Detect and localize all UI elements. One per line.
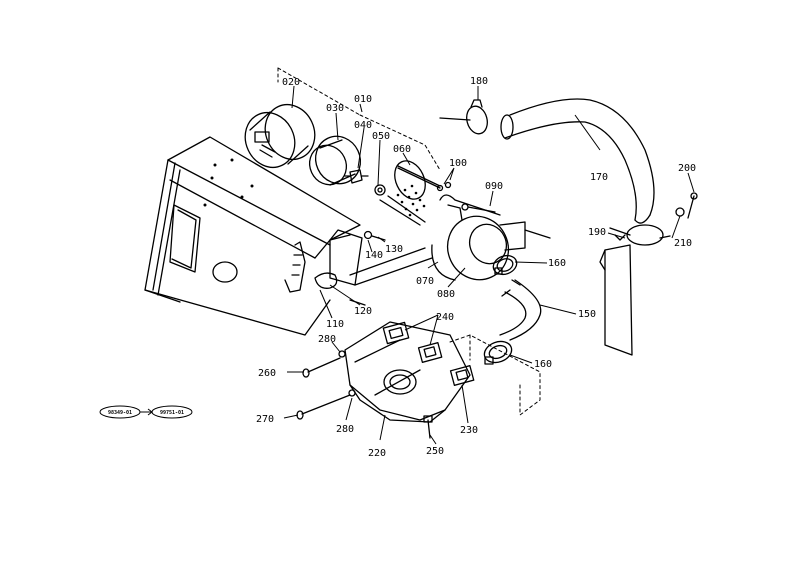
- hose-clamp-lower: [483, 340, 513, 365]
- cylinder-head-outline: [449, 334, 541, 416]
- callout-040: 040: [354, 120, 372, 131]
- gasket-2: [417, 342, 443, 363]
- callout-060: 060: [393, 144, 411, 155]
- callout-160-lower: 160: [534, 359, 552, 370]
- callout-labels: 020 010 030 040 050 060 100 090 180 170 …: [256, 76, 696, 459]
- bolt-260: [302, 357, 341, 378]
- rubber-ring: [308, 135, 362, 186]
- panel-holes: [203, 158, 254, 207]
- air-cleaner-body: [431, 194, 551, 281]
- callout-100: 100: [449, 158, 467, 169]
- air-filter-element: [379, 160, 441, 226]
- wing-nut: [344, 169, 369, 184]
- filter-holes: [396, 184, 426, 217]
- leader-lines: [140, 85, 695, 445]
- callout-260: 260: [258, 368, 276, 379]
- serial-from-badge: [99, 405, 141, 419]
- callout-110: 110: [326, 319, 344, 330]
- clamp-band: [244, 104, 316, 168]
- gasket-1: [382, 321, 410, 345]
- stud-bolt: [423, 415, 433, 439]
- callout-090: 090: [485, 181, 503, 192]
- callout-220: 220: [368, 448, 386, 459]
- callout-020: 020: [282, 77, 300, 88]
- callout-210: 210: [674, 238, 692, 249]
- callout-230: 230: [460, 425, 478, 436]
- callout-140: 140: [365, 250, 383, 261]
- callout-250: 250: [426, 446, 444, 457]
- hose-bracket: [609, 224, 671, 246]
- serial-to-badge: [151, 405, 193, 419]
- callout-190: 190: [588, 227, 606, 238]
- callout-240: 240: [436, 312, 454, 323]
- upper-hose: [500, 98, 655, 224]
- callout-170: 170: [590, 172, 608, 183]
- hose-clamp-upper: [492, 254, 518, 276]
- washer-280a: [338, 350, 346, 358]
- callout-270: 270: [256, 414, 274, 425]
- bolt-270: [296, 394, 351, 420]
- callout-070: 070: [416, 276, 434, 287]
- callout-080: 080: [437, 289, 455, 300]
- serial-from-text: 98349-01: [108, 410, 132, 416]
- air-cleaner-assembly-outline: [277, 67, 441, 171]
- callout-180: 180: [470, 76, 488, 87]
- callout-160-upper: 160: [548, 258, 566, 269]
- callout-030: 030: [326, 103, 344, 114]
- bolt: [363, 230, 386, 241]
- bolt-right: [675, 192, 698, 219]
- callout-150: 150: [578, 309, 596, 320]
- clamp-top: [439, 99, 488, 135]
- callout-010: 010: [354, 94, 372, 105]
- gasket-3: [449, 365, 475, 386]
- callout-050: 050: [372, 131, 390, 142]
- callout-200: 200: [678, 163, 696, 174]
- washer-280b: [348, 389, 356, 397]
- callout-280-lower: 280: [336, 424, 354, 435]
- baffle-plate: [599, 244, 633, 356]
- screw: [436, 181, 496, 213]
- callout-280-upper: 280: [318, 334, 336, 345]
- intake-manifold: [344, 321, 471, 423]
- callout-120: 120: [354, 306, 372, 317]
- lower-hose: [499, 279, 542, 341]
- washer: [374, 184, 386, 196]
- mounting-bracket: [314, 229, 433, 306]
- serial-to-text: 99751-01: [160, 410, 184, 416]
- callout-130: 130: [385, 244, 403, 255]
- engine-panel: [144, 136, 361, 336]
- hose-clip: [284, 241, 306, 293]
- serial-range: 98349-01 99751-01: [99, 405, 193, 419]
